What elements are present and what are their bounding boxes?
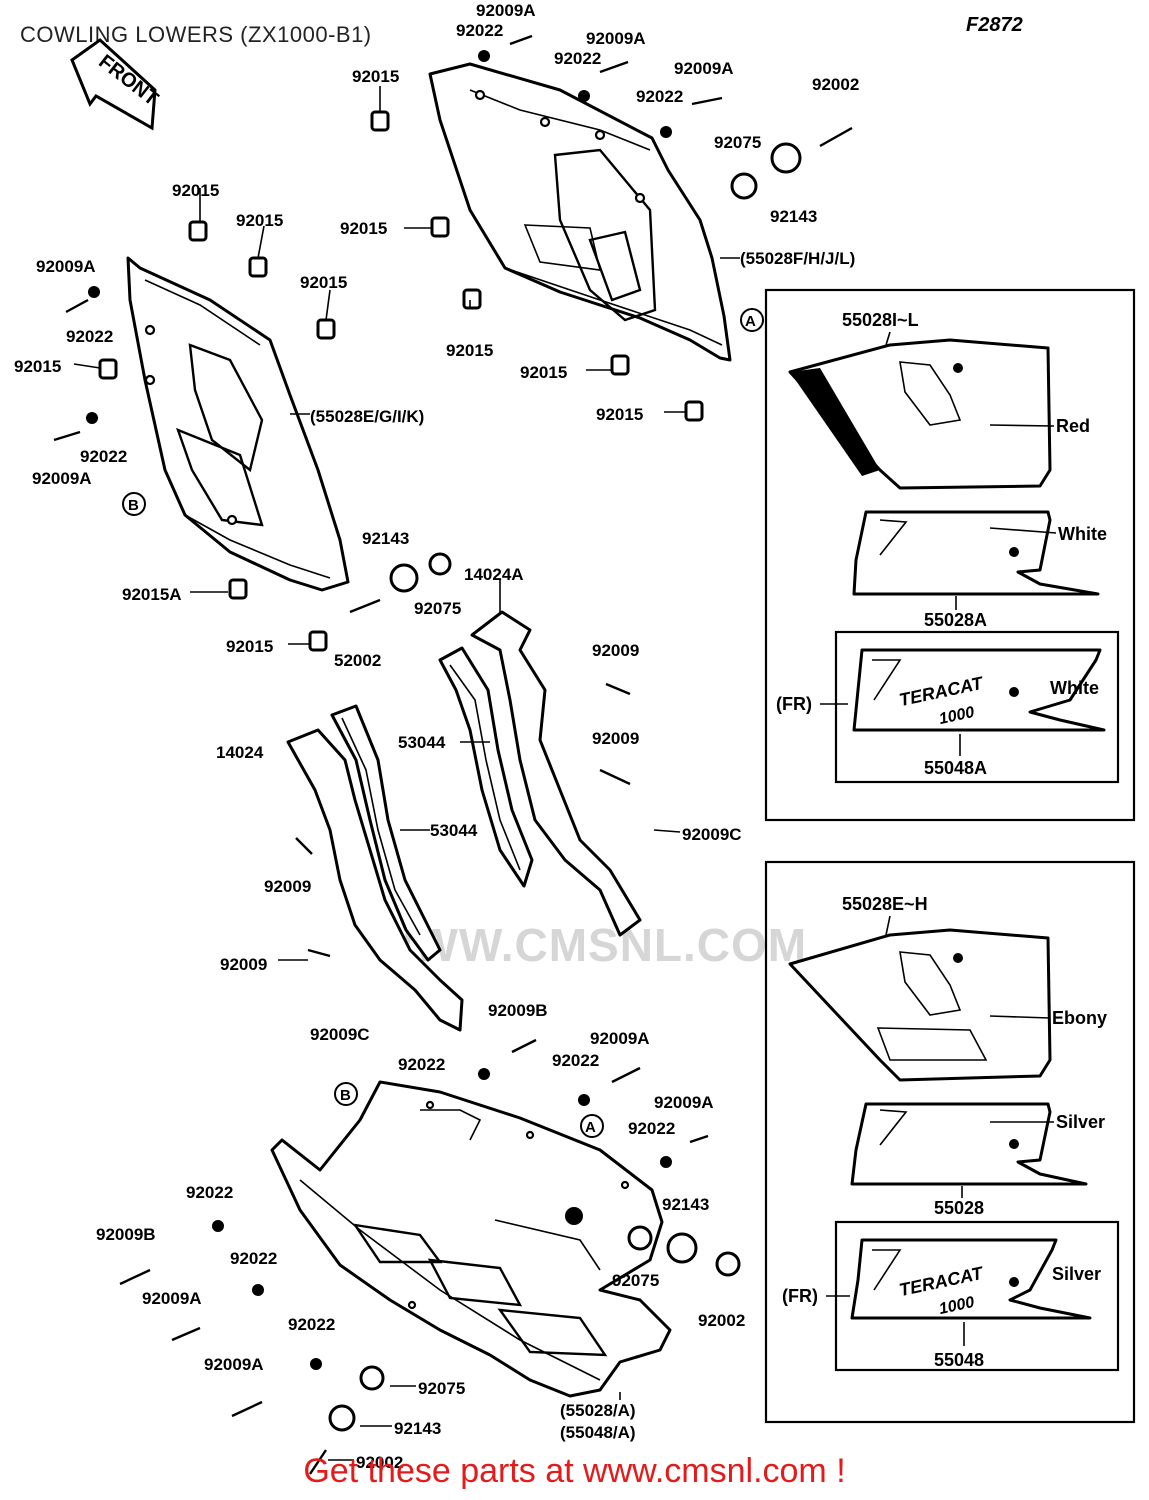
part-label: 92002 bbox=[812, 75, 859, 94]
reference-marks: A B B A bbox=[122, 308, 764, 1138]
page-title: COWLING LOWERS (ZX1000-B1) bbox=[20, 22, 372, 47]
inner-cover-14024 bbox=[286, 728, 464, 1032]
part-label: 92022 bbox=[554, 49, 601, 68]
color-variant-box-bottom: 55028E~H Ebony Silver 55028 (FR) TERACAT… bbox=[764, 860, 1136, 1424]
figure-code: F2872 bbox=[966, 14, 1023, 36]
part-label: (55028F/H/J/L) bbox=[740, 249, 855, 268]
inner-cover-14024A bbox=[470, 610, 642, 937]
part-label: 92009A bbox=[204, 1355, 264, 1374]
fasteners bbox=[53, 34, 853, 1475]
part-label: 92015 bbox=[236, 211, 283, 230]
part-label: (55028E/G/I/K) bbox=[310, 407, 424, 426]
under-cowl bbox=[270, 1080, 672, 1398]
part-label: 92022 bbox=[636, 87, 683, 106]
part-label: 92002 bbox=[356, 1453, 403, 1472]
part-number: 55048A bbox=[924, 758, 987, 778]
ref-mark-b-lower: B bbox=[340, 1087, 351, 1104]
part-label: 92015 bbox=[14, 357, 61, 376]
part-label: 92015 bbox=[446, 341, 493, 360]
seal-53044-upper bbox=[438, 646, 534, 888]
part-label: 92009A bbox=[654, 1093, 714, 1112]
part-label: 92075 bbox=[418, 1379, 465, 1398]
part-number: 55048 bbox=[934, 1350, 984, 1370]
part-label: 92015 bbox=[352, 67, 399, 86]
color-variant-box-top: 55028I~L Red White 55028A (FR) TERACAT 1… bbox=[764, 288, 1136, 822]
part-label: 92009C bbox=[310, 1025, 370, 1044]
part-label: (55048/A) bbox=[560, 1423, 636, 1442]
part-label: 53044 bbox=[430, 821, 478, 840]
part-label: 92009A bbox=[586, 29, 646, 48]
part-label: 92009A bbox=[476, 1, 536, 20]
part-label: 92002 bbox=[698, 1311, 745, 1330]
part-label: 92022 bbox=[398, 1055, 445, 1074]
part-label: 92075 bbox=[414, 599, 461, 618]
part-label: 92009 bbox=[220, 955, 267, 974]
front-arrow-icon: FRONT bbox=[70, 38, 162, 131]
part-label: 92022 bbox=[186, 1183, 233, 1202]
box-header: 55028E~H bbox=[842, 894, 928, 914]
ref-mark-a-lower: A bbox=[585, 1119, 596, 1136]
part-label: 52002 bbox=[334, 651, 381, 670]
part-label: 92022 bbox=[80, 447, 127, 466]
part-label: 92143 bbox=[362, 529, 409, 548]
get-parts-link[interactable]: Get these parts at www.cmsnl.com ! bbox=[303, 1452, 846, 1490]
part-number: 55028A bbox=[924, 610, 987, 630]
color-name: Silver bbox=[1052, 1264, 1101, 1284]
part-label: 92009A bbox=[36, 257, 96, 276]
seal-53044-lower bbox=[330, 704, 442, 962]
part-label: 92022 bbox=[552, 1051, 599, 1070]
part-label: 92015 bbox=[596, 405, 643, 424]
color-name: White bbox=[1050, 678, 1099, 698]
ref-mark-a-upper: A bbox=[745, 313, 756, 330]
part-label: 92022 bbox=[456, 21, 503, 40]
part-label: 92009A bbox=[674, 59, 734, 78]
part-label: 92009B bbox=[96, 1225, 156, 1244]
upper-right-cowling bbox=[428, 62, 732, 362]
ref-mark-b-upper: B bbox=[128, 497, 139, 514]
color-name: Silver bbox=[1056, 1112, 1105, 1132]
upper-left-cowling bbox=[126, 256, 350, 592]
part-label: 92009C bbox=[682, 825, 742, 844]
part-label: 92015 bbox=[300, 273, 347, 292]
box-header: 55028I~L bbox=[842, 310, 919, 330]
part-label: 92022 bbox=[288, 1315, 335, 1334]
part-label: 92015 bbox=[520, 363, 567, 382]
color-name: Red bbox=[1056, 416, 1090, 436]
part-label: 92143 bbox=[394, 1419, 441, 1438]
part-label: 92015 bbox=[226, 637, 273, 656]
part-label: 92143 bbox=[662, 1195, 709, 1214]
fr-label: (FR) bbox=[776, 694, 812, 714]
part-label: (55028/A) bbox=[560, 1401, 636, 1420]
part-label: 92143 bbox=[770, 207, 817, 226]
part-label: 92022 bbox=[230, 1249, 277, 1268]
part-label: 92009A bbox=[32, 469, 92, 488]
part-label: 92075 bbox=[612, 1271, 659, 1290]
fr-label: (FR) bbox=[782, 1286, 818, 1306]
part-label: 92015 bbox=[172, 181, 219, 200]
part-label: 92009A bbox=[590, 1029, 650, 1048]
part-label: 14024 bbox=[216, 743, 264, 762]
part-number: 55028 bbox=[934, 1198, 984, 1218]
leader-lines bbox=[73, 86, 740, 1461]
part-labels: 92009A 92022 92009A 92022 92009A 92015 9… bbox=[14, 1, 859, 1472]
part-label: 53044 bbox=[398, 733, 446, 752]
part-label: 14024A bbox=[464, 565, 524, 584]
part-label: 92022 bbox=[66, 327, 113, 346]
part-label: 92009 bbox=[592, 729, 639, 748]
watermark: WWW.CMSNL.COM bbox=[370, 919, 808, 971]
part-label: 92022 bbox=[628, 1119, 675, 1138]
part-label: 92009B bbox=[488, 1001, 548, 1020]
part-label: 92009 bbox=[592, 641, 639, 660]
color-name: White bbox=[1058, 524, 1107, 544]
part-label: 92009A bbox=[142, 1289, 202, 1308]
part-label: 92015A bbox=[122, 585, 182, 604]
color-name: Ebony bbox=[1052, 1008, 1107, 1028]
part-label: 92015 bbox=[340, 219, 387, 238]
part-label: 92009 bbox=[264, 877, 311, 896]
part-label: 92075 bbox=[714, 133, 761, 152]
